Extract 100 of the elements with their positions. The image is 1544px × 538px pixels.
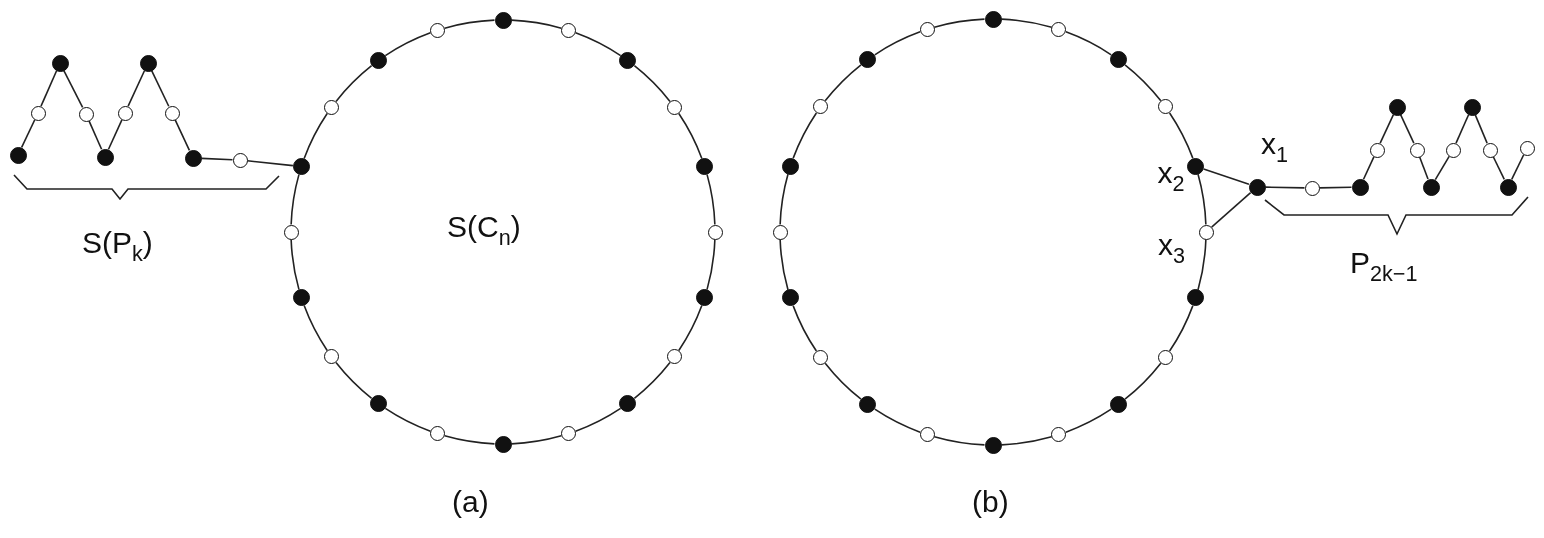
filled-vertex xyxy=(619,52,637,69)
filled-vertex xyxy=(1187,157,1205,175)
edge-line xyxy=(706,238,716,291)
open-vertex xyxy=(561,426,576,442)
open-vertex xyxy=(430,22,445,38)
edge-line xyxy=(443,19,496,29)
open-vertex xyxy=(1519,140,1535,156)
filled-vertex xyxy=(1351,178,1369,196)
edge-line xyxy=(1474,114,1488,144)
open-vertex xyxy=(232,152,248,168)
open-vertex xyxy=(813,349,829,365)
edge-line xyxy=(150,69,170,108)
edge-line xyxy=(107,119,123,151)
edge-line xyxy=(290,173,300,226)
edge-line xyxy=(290,238,300,291)
open-vertex xyxy=(1198,224,1214,240)
edge-line xyxy=(88,120,103,151)
edge-line xyxy=(792,112,818,159)
edge-line xyxy=(1399,113,1415,144)
edge-line xyxy=(874,408,921,433)
open-vertex xyxy=(919,21,935,37)
edge-line xyxy=(1065,408,1112,433)
open-vertex xyxy=(813,99,829,115)
edge-line xyxy=(1000,18,1053,29)
edge-line xyxy=(824,64,862,102)
edge-line xyxy=(1124,362,1162,400)
open-vertex xyxy=(30,105,46,121)
open-vertex xyxy=(707,224,723,240)
edge-line xyxy=(40,70,58,107)
open-vertex xyxy=(1157,349,1173,365)
filled-vertex xyxy=(51,54,69,72)
open-vertex xyxy=(283,224,299,240)
edge-line xyxy=(779,173,789,226)
filled-vertex xyxy=(859,395,877,413)
open-vertex xyxy=(324,349,339,365)
edge-line xyxy=(574,32,622,57)
edge-line xyxy=(1202,168,1250,186)
edge-line xyxy=(792,305,818,352)
edge-line xyxy=(510,435,563,445)
edge-line xyxy=(174,119,191,152)
edge-line xyxy=(678,112,703,160)
edge-line xyxy=(1000,435,1053,446)
edge-line xyxy=(1418,156,1429,180)
filled-vertex xyxy=(859,51,877,69)
filled-vertex xyxy=(1499,178,1517,196)
filled-vertex xyxy=(696,158,714,175)
edge-line xyxy=(933,435,986,446)
edge-line xyxy=(63,69,84,109)
edge-line xyxy=(1210,191,1252,228)
filled-vertex xyxy=(96,148,114,166)
edge-line xyxy=(633,64,671,103)
open-vertex xyxy=(430,426,445,442)
filled-vertex xyxy=(292,158,310,175)
open-vertex xyxy=(1051,427,1067,443)
edge-line xyxy=(1264,186,1306,189)
filled-vertex xyxy=(1187,289,1205,307)
edge-line xyxy=(384,407,432,432)
edge-line xyxy=(1197,173,1207,226)
filled-vertex xyxy=(494,11,512,29)
filled-vertex xyxy=(1422,178,1440,196)
filled-vertex xyxy=(369,395,387,412)
filled-vertex xyxy=(1109,395,1127,413)
open-vertex xyxy=(1304,180,1320,196)
filled-vertex xyxy=(984,436,1002,454)
open-vertex xyxy=(667,349,682,365)
edge-line xyxy=(510,19,563,29)
edge-line xyxy=(1510,153,1525,181)
filled-vertex xyxy=(494,435,512,453)
edge-line xyxy=(678,304,703,352)
open-vertex xyxy=(1409,142,1425,158)
filled-vertex xyxy=(781,157,799,175)
edge-line xyxy=(1492,155,1506,181)
edge-line xyxy=(303,304,328,352)
edge-line xyxy=(1362,156,1375,181)
open-vertex xyxy=(1445,142,1461,158)
edge-line xyxy=(1455,113,1470,144)
edge-line xyxy=(824,362,862,400)
edge-line xyxy=(20,118,36,149)
filled-vertex xyxy=(292,289,310,306)
edge-line xyxy=(779,238,789,291)
filled-vertex xyxy=(781,289,799,307)
edge-line xyxy=(874,31,921,56)
filled-vertex xyxy=(369,52,387,69)
panel-label: (b) xyxy=(972,487,1009,517)
edge-line xyxy=(335,64,373,103)
edge-line xyxy=(706,173,716,226)
edge-line xyxy=(1379,113,1395,144)
edge-line xyxy=(574,407,622,432)
edge-line xyxy=(933,18,986,29)
edge-line xyxy=(384,32,432,57)
edge-line xyxy=(1124,64,1162,102)
filled-vertex xyxy=(984,10,1002,28)
open-vertex xyxy=(772,224,788,240)
edge-line xyxy=(1434,155,1450,181)
vertex-label: x$_{2}$ xyxy=(1157,158,1185,189)
open-vertex xyxy=(78,106,94,122)
panel-label: (a) xyxy=(452,487,489,517)
open-vertex xyxy=(561,22,576,38)
open-vertex xyxy=(324,99,339,115)
open-vertex xyxy=(919,427,935,443)
